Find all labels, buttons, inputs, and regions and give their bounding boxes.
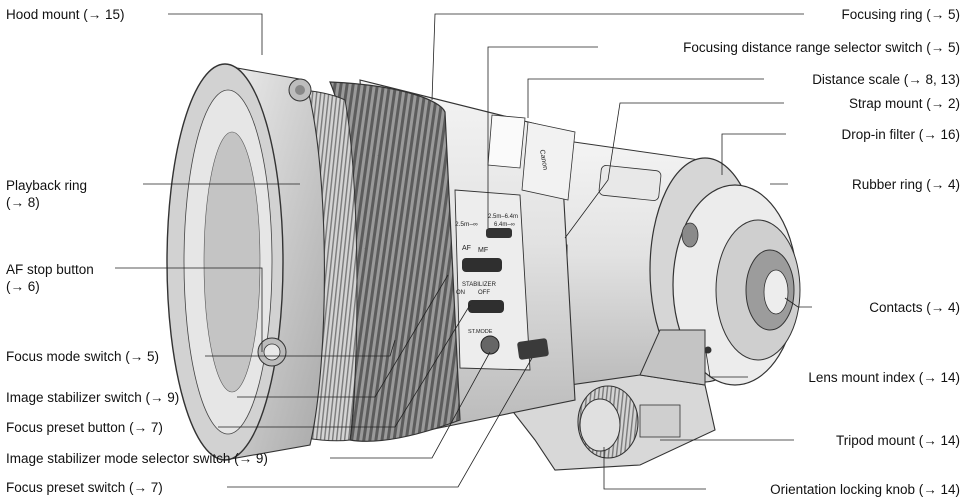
front-section (166, 63, 325, 461)
preset-switch-block (517, 338, 549, 360)
marking-range-right: 6.4m–∞ (494, 222, 515, 228)
label-distance-scale: Distance scale (→ 8, 13) (812, 72, 960, 87)
label-hood-mount: Hood mount (→ 15) (6, 7, 125, 22)
label-playback-ring: Playback ring (6, 178, 88, 193)
label-focusing-ring: Focusing ring (→ 5) (841, 7, 960, 22)
label-af-stop: AF stop button (6, 262, 94, 277)
distance-range-switch (486, 228, 512, 238)
label-lens-mount-index: Lens mount index (→ 14) (808, 370, 960, 385)
label-playback-ring-ref: (→ 8) (6, 195, 40, 210)
label-af-stop-ref: (→ 6) (6, 279, 40, 294)
rear-section (559, 139, 801, 396)
label-tripod-mount: Tripod mount (→ 14) (835, 433, 960, 448)
stabilizer-switch (468, 300, 504, 313)
label-focus-preset-switch: Focus preset switch (→ 7) (6, 480, 163, 495)
label-rubber-ring: Rubber ring (→ 4) (851, 177, 960, 192)
af-mf-switch (462, 258, 502, 272)
marking-mf: MF (478, 247, 488, 254)
leader-lines-left (115, 13, 533, 488)
label-drop-in-filter: Drop-in filter (→ 16) (841, 127, 960, 142)
leader-lines-right (431, 13, 812, 490)
focus-preset-button-shape (480, 335, 500, 355)
label-stabilizer-mode-switch: Image stabilizer mode selector switch (→… (6, 451, 268, 466)
marking-range-left: 2.5m–∞ (455, 221, 478, 228)
label-strap-mount: Strap mount (→ 2) (848, 96, 960, 111)
marking-off: OFF (478, 290, 490, 296)
marking-brand: Canon (538, 149, 548, 171)
label-distance-range-switch: Focusing distance range selector switch … (683, 40, 960, 55)
marking-range-mid: 2.5m–6.4m (488, 214, 518, 220)
label-focus-mode-switch: Focus mode switch (→ 5) (6, 349, 160, 364)
marking-stab-mode: ST.MODE (468, 329, 493, 335)
marking-on: ON (456, 290, 465, 296)
switch-panel: 2.5m–∞ 2.5m–6.4m 6.4m–∞ AF MF STABILIZER… (454, 189, 549, 371)
distance-scale-window: Canon (487, 114, 576, 201)
label-contacts: Contacts (→ 4) (869, 300, 960, 315)
marking-stabilizer: STABILIZER (462, 282, 497, 288)
label-orientation-knob: Orientation locking knob (→ 14) (770, 482, 960, 497)
marking-af: AF (462, 245, 471, 252)
label-focus-preset-button: Focus preset button (→ 7) (6, 420, 163, 435)
label-image-stabilizer-switch: Image stabilizer switch (→ 9) (6, 390, 180, 405)
